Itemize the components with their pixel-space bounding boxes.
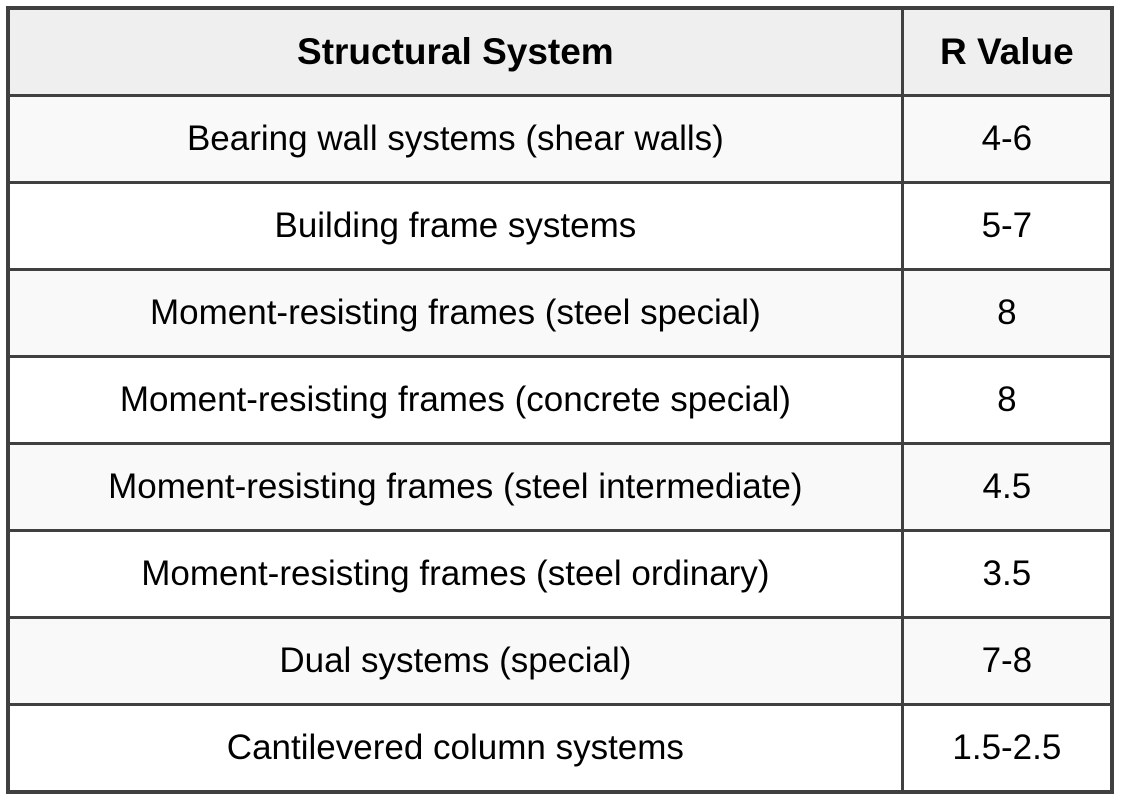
table-row: Dual systems (special) 7-8 bbox=[6, 616, 1114, 706]
r-value-cell: 8 bbox=[900, 268, 1114, 358]
r-value-cell: 1.5-2.5 bbox=[900, 703, 1114, 794]
structural-system-cell: Moment-resisting frames (steel special) bbox=[6, 268, 904, 358]
structural-system-cell: Moment-resisting frames (concrete specia… bbox=[6, 355, 904, 445]
structural-system-cell: Building frame systems bbox=[6, 181, 904, 271]
structural-system-cell: Moment-resisting frames (steel intermedi… bbox=[6, 442, 904, 532]
structural-system-cell: Cantilevered column systems bbox=[6, 703, 904, 794]
structural-system-cell: Moment-resisting frames (steel ordinary) bbox=[6, 529, 904, 619]
column-header-structural-system: Structural System bbox=[6, 6, 904, 97]
r-value-table: Structural System R Value Bearing wall s… bbox=[6, 6, 1114, 794]
structural-system-cell: Dual systems (special) bbox=[6, 616, 904, 706]
r-value-cell: 5-7 bbox=[900, 181, 1114, 271]
r-value-cell: 3.5 bbox=[900, 529, 1114, 619]
header-row: Structural System R Value bbox=[6, 6, 1114, 97]
table-row: Moment-resisting frames (steel ordinary)… bbox=[6, 529, 1114, 619]
table-row: Bearing wall systems (shear walls) 4-6 bbox=[6, 94, 1114, 184]
structural-system-cell: Bearing wall systems (shear walls) bbox=[6, 94, 904, 184]
table-row: Moment-resisting frames (steel intermedi… bbox=[6, 442, 1114, 532]
r-value-cell: 4-6 bbox=[900, 94, 1114, 184]
r-value-cell: 7-8 bbox=[900, 616, 1114, 706]
table-row: Moment-resisting frames (steel special) … bbox=[6, 268, 1114, 358]
table-row: Moment-resisting frames (concrete specia… bbox=[6, 355, 1114, 445]
r-value-cell: 8 bbox=[900, 355, 1114, 445]
column-header-r-value: R Value bbox=[900, 6, 1114, 97]
table-row: Cantilevered column systems 1.5-2.5 bbox=[6, 703, 1114, 794]
r-value-cell: 4.5 bbox=[900, 442, 1114, 532]
table-row: Building frame systems 5-7 bbox=[6, 181, 1114, 271]
